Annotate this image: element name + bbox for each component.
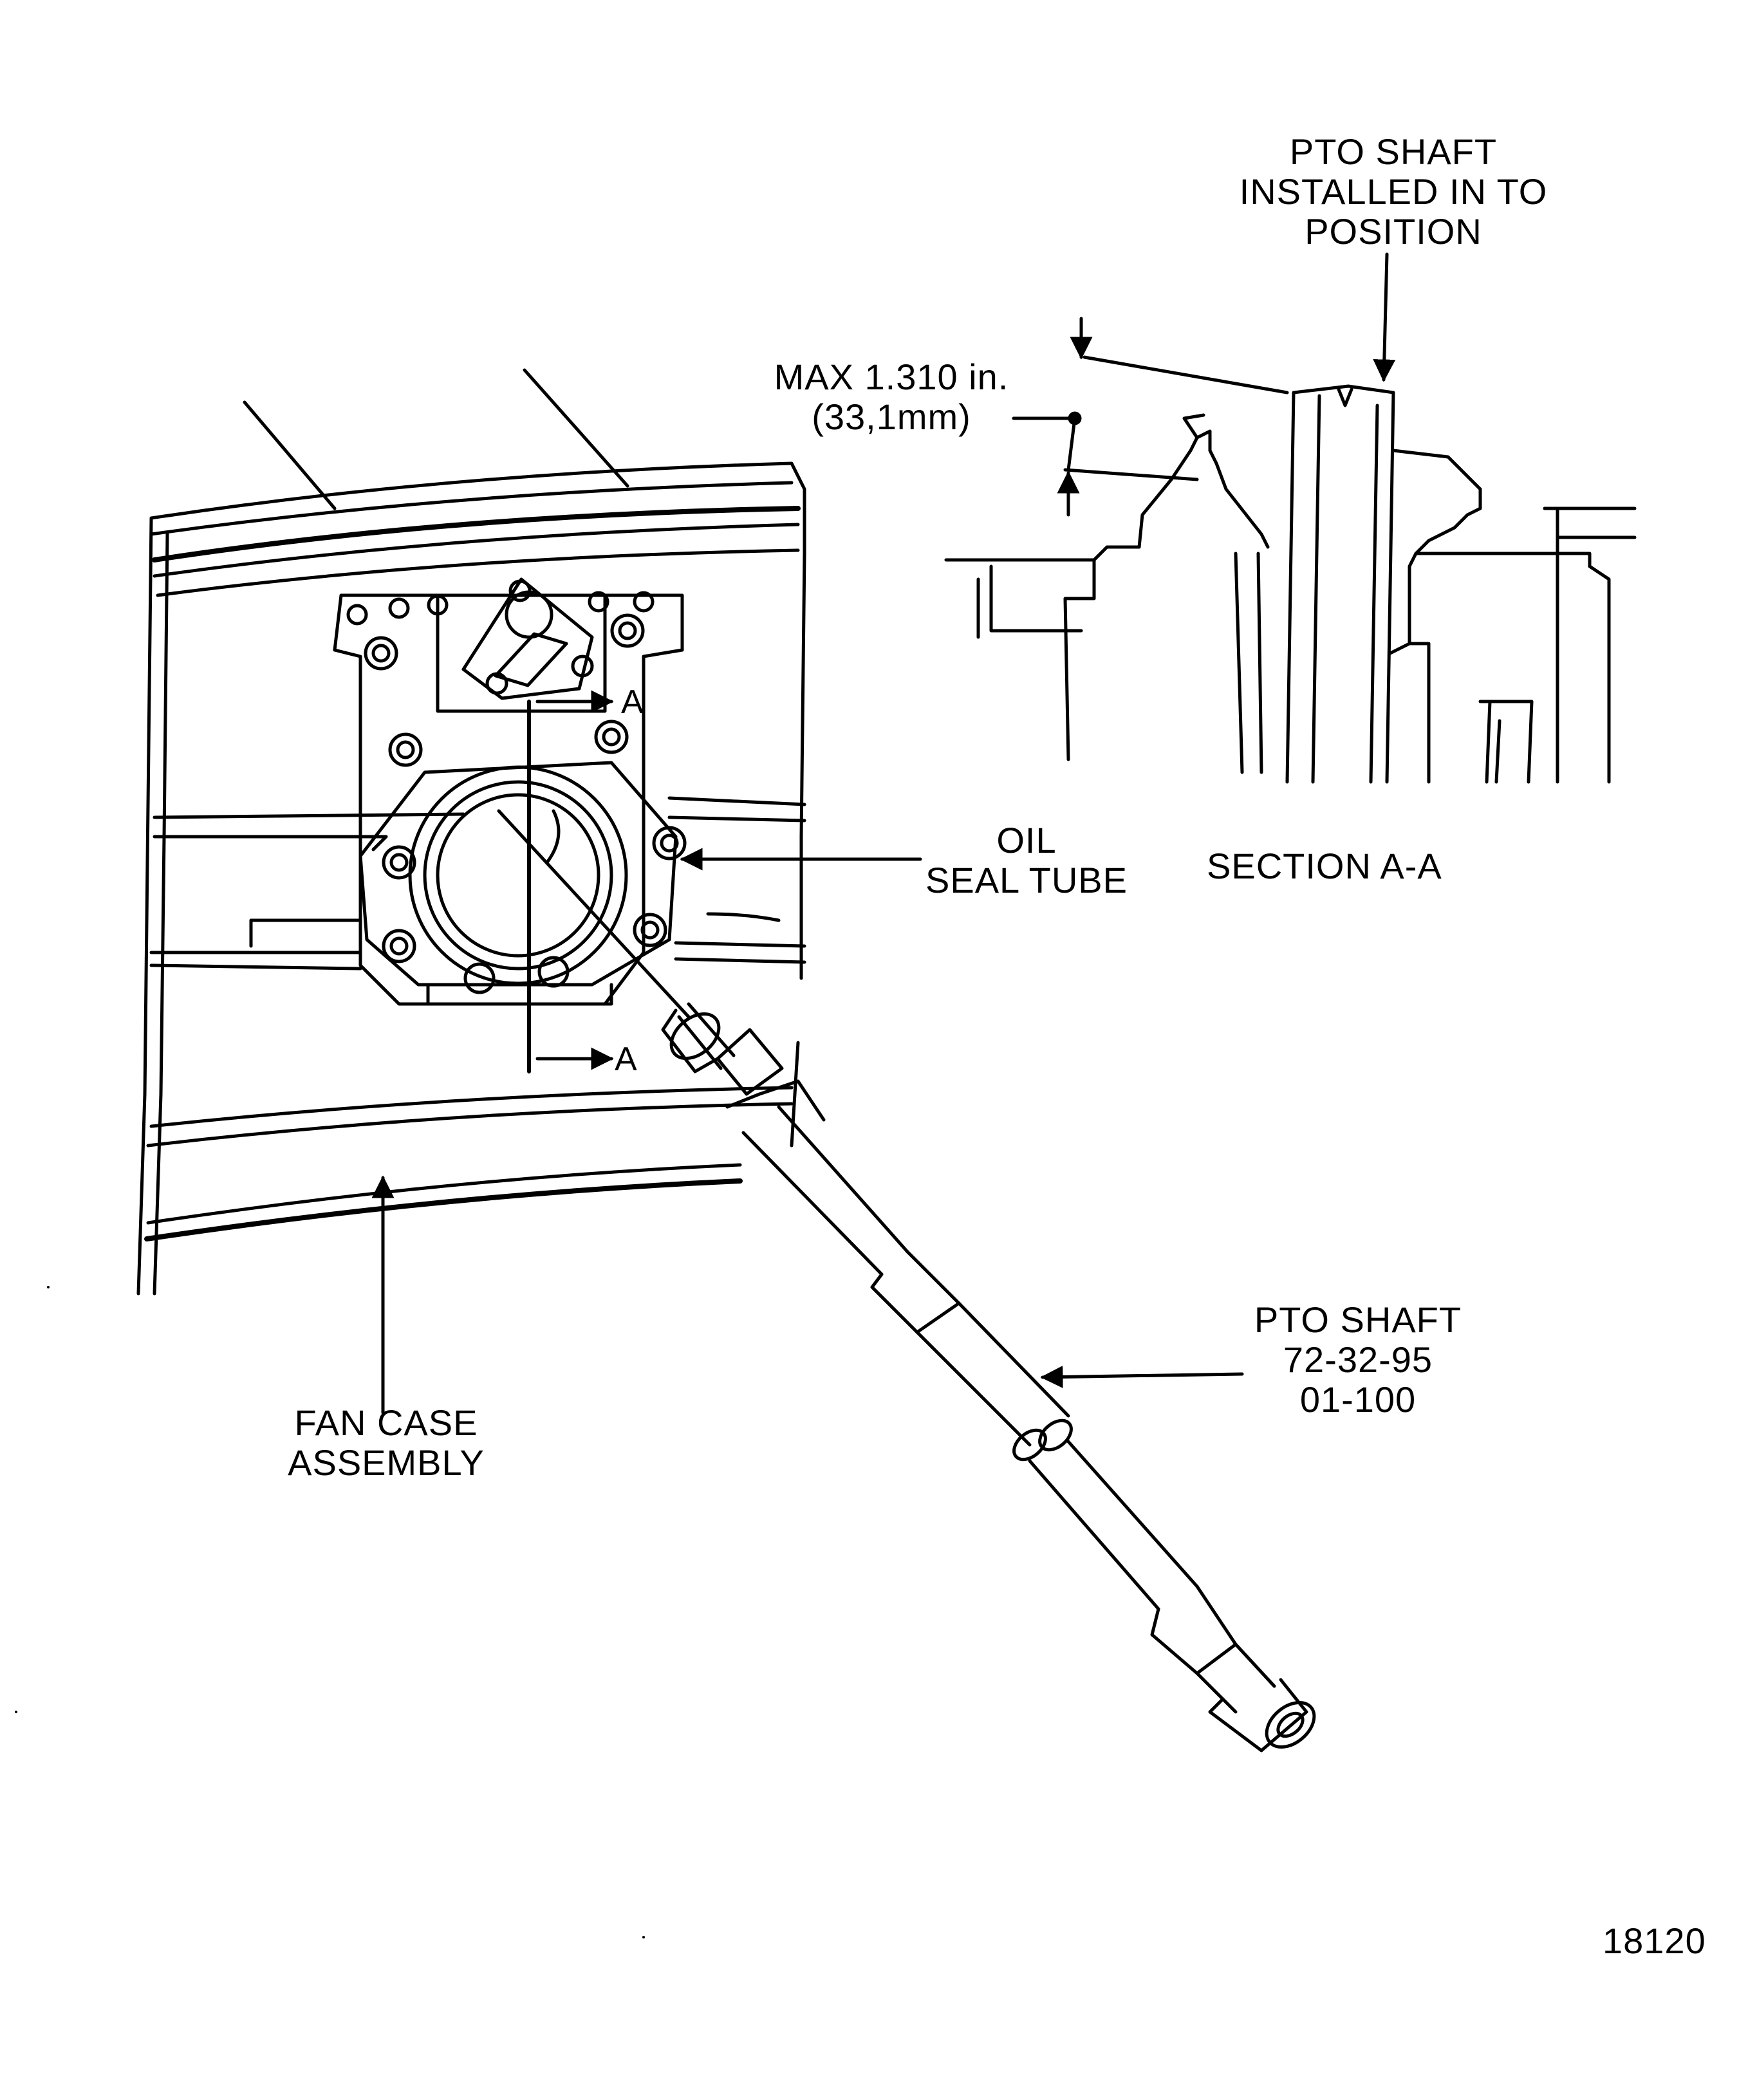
pto-shaft-line1: PTO SHAFT bbox=[1254, 1299, 1462, 1340]
fan-case-line1: FAN CASE bbox=[294, 1402, 478, 1443]
pto-installed-line1: PTO SHAFT bbox=[1289, 131, 1498, 172]
pto-shaft-installed-label: PTO SHAFT INSTALLED IN TO POSITION bbox=[1226, 132, 1561, 252]
max-dimension-label: MAX 1.310 in. (33,1mm) bbox=[750, 357, 1033, 437]
oil-seal-line2: SEAL TUBE bbox=[925, 860, 1128, 900]
fan-case-line2: ASSEMBLY bbox=[288, 1442, 485, 1483]
figure-number: 18120 bbox=[1603, 1920, 1706, 1961]
section-a-a-label: SECTION A-A bbox=[1207, 846, 1442, 886]
pto-installed-line3: POSITION bbox=[1305, 211, 1482, 252]
section-a-a-view bbox=[944, 252, 1637, 784]
pto-shaft-line3: 01-100 bbox=[1299, 1379, 1417, 1420]
pto-installed-line2: INSTALLED IN TO bbox=[1239, 171, 1548, 212]
fan-case-assembly-label: FAN CASE ASSEMBLY bbox=[257, 1403, 515, 1483]
fan-case-assembly bbox=[136, 368, 922, 1415]
section-marker-lower: A bbox=[615, 1041, 637, 1078]
oil-seal-tube-label: OIL SEAL TUBE bbox=[911, 821, 1142, 900]
pto-shaft-line2: 72-32-95 bbox=[1283, 1339, 1433, 1380]
pto-shaft bbox=[661, 1002, 1316, 1752]
oil-seal-line1: OIL bbox=[996, 820, 1057, 860]
section-marker-upper: A bbox=[621, 683, 644, 721]
max-dim-line2: (33,1mm) bbox=[812, 396, 971, 437]
max-dim-line1: MAX 1.310 in. bbox=[774, 357, 1009, 397]
pto-shaft-part-label: PTO SHAFT 72-32-95 01-100 bbox=[1223, 1300, 1493, 1420]
